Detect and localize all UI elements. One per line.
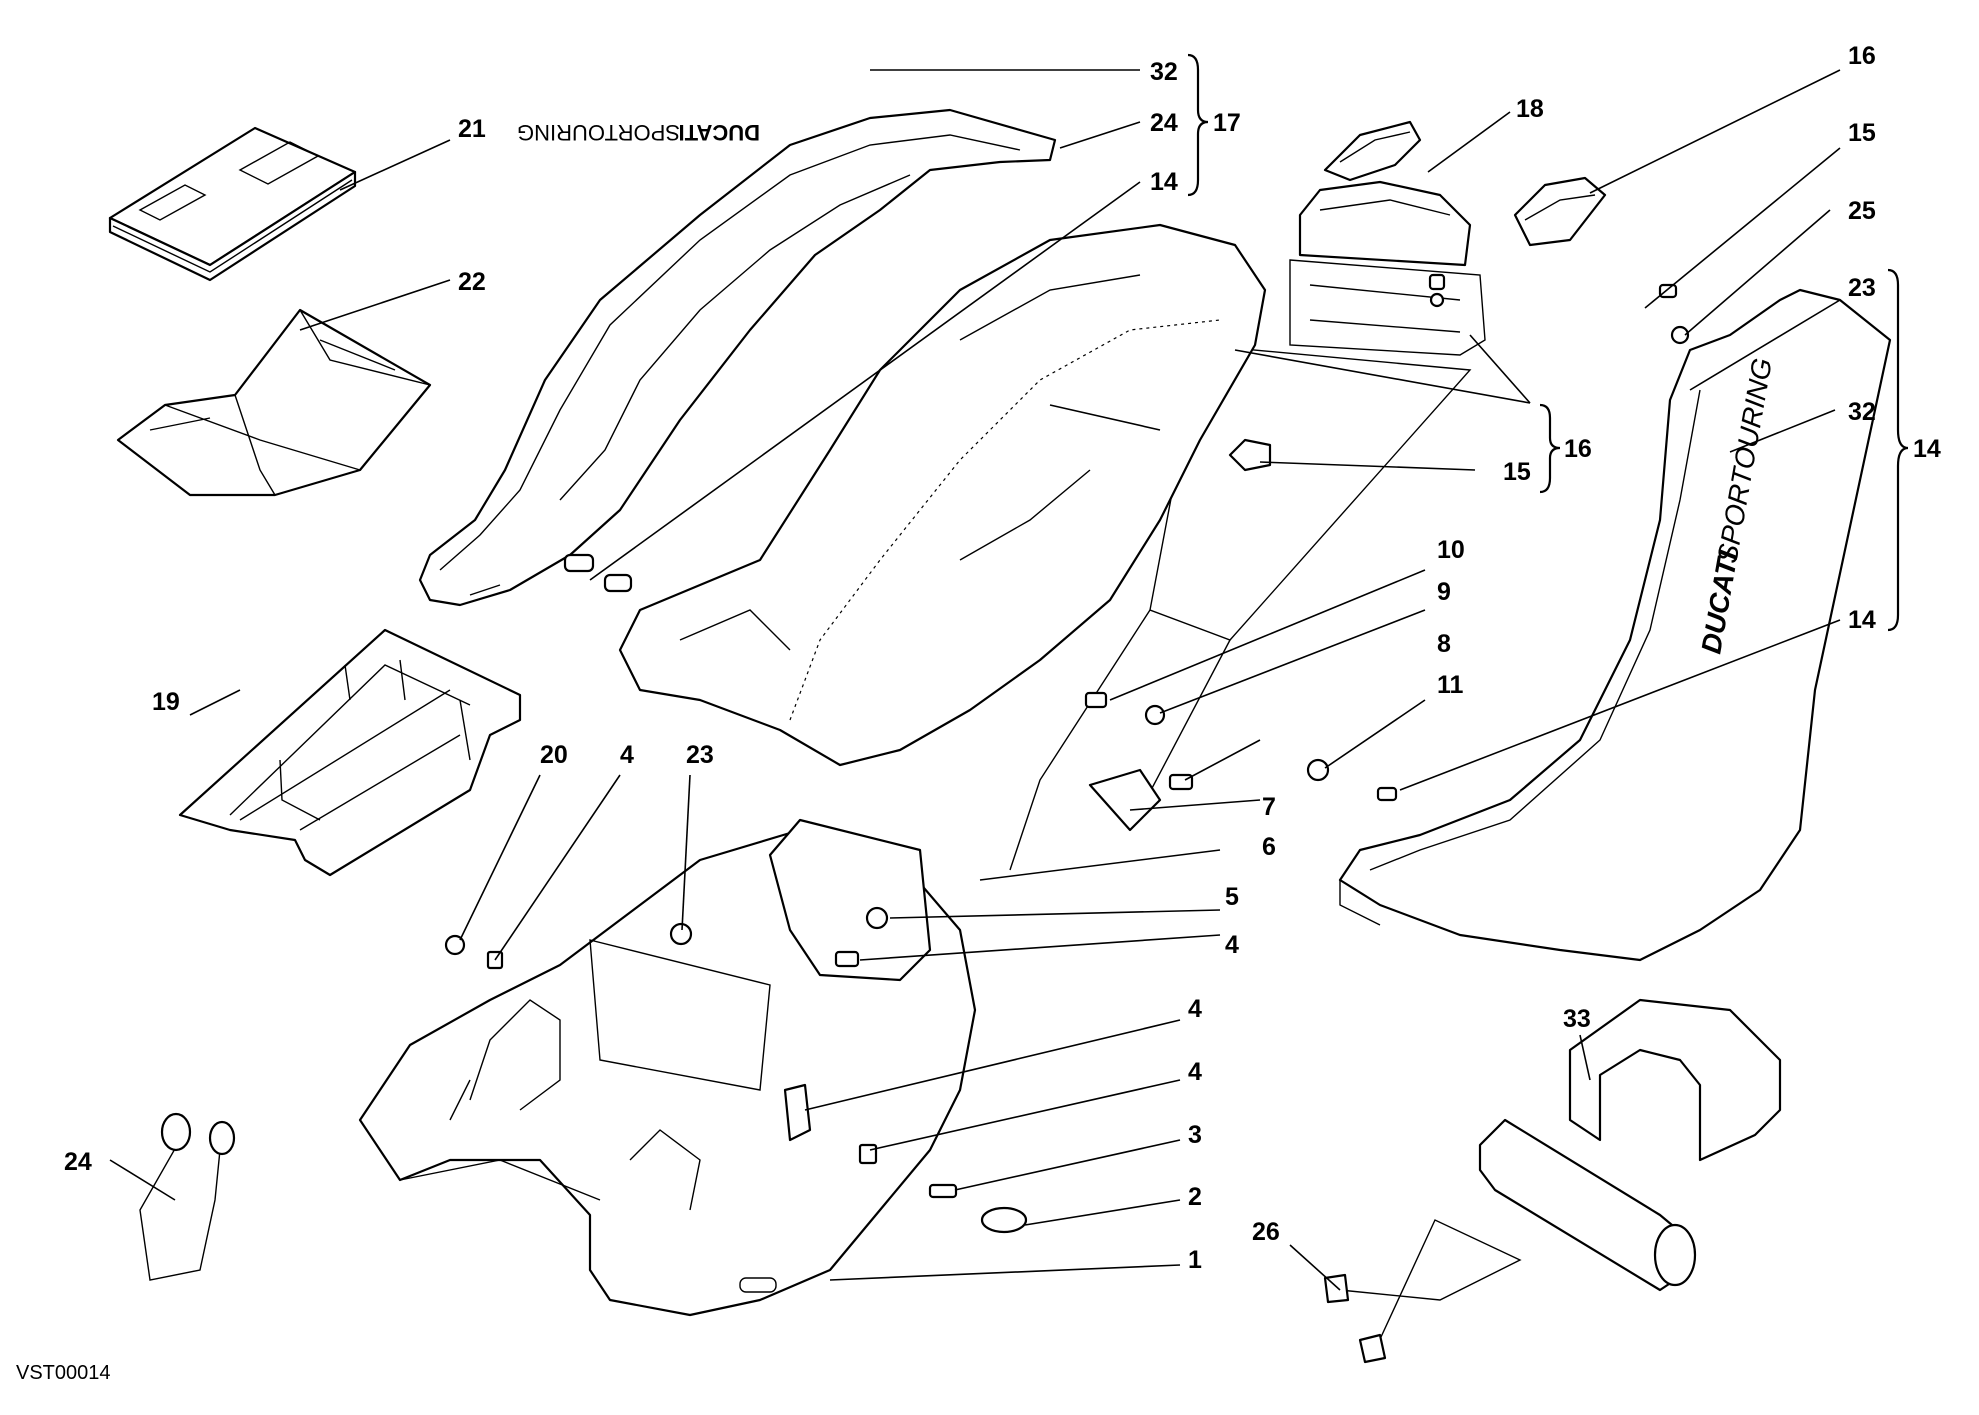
callout-label: 15: [1503, 458, 1531, 486]
callout-label: 32: [1150, 58, 1178, 86]
callout-label: 16: [1564, 435, 1592, 463]
battery-tray-part: [178, 628, 522, 877]
callout-label: 14: [1913, 435, 1941, 463]
callout-label: 22: [458, 268, 486, 296]
callout-label: 6: [1262, 833, 1276, 861]
callout-label: 7: [1262, 793, 1276, 821]
callout-label: 1: [1188, 1246, 1202, 1274]
lock-cable-part: [1323, 1219, 1522, 1364]
u-lock-part: [1478, 998, 1782, 1292]
group-braces: [1187, 53, 1909, 632]
callout-label: 11: [1437, 671, 1464, 699]
callout-label: 4: [620, 741, 634, 769]
callout-label: 26: [1252, 1218, 1280, 1246]
callout-label: 17: [1213, 109, 1241, 137]
callout-label: 3: [1188, 1121, 1202, 1149]
callout-label: 16: [1848, 42, 1876, 70]
owner-manual-part: [108, 126, 357, 282]
handle-cap-part: [1323, 120, 1607, 247]
callout-label: 24: [64, 1148, 92, 1176]
callout-label: 2: [1188, 1183, 1202, 1211]
callout-label: 18: [1516, 95, 1544, 123]
callout-label: 33: [1563, 1005, 1591, 1033]
callout-label: 23: [686, 741, 714, 769]
clip-part: [1228, 438, 1272, 472]
callout-label: 8: [1437, 630, 1451, 658]
callout-label: 20: [540, 741, 568, 769]
seat-cowl-part: [418, 108, 1057, 607]
callout-label: 14: [1150, 168, 1178, 196]
callout-label: 23: [1848, 274, 1876, 302]
callout-label: 25: [1848, 197, 1876, 225]
callout-label: 21: [458, 115, 486, 143]
callout-label: 14: [1848, 606, 1876, 634]
callout-label: 9: [1437, 578, 1451, 606]
callout-label: 4: [1225, 931, 1239, 959]
callout-label: 10: [1437, 536, 1465, 564]
tool-bag-part: [116, 308, 432, 497]
callout-label: 24: [1150, 109, 1178, 137]
decal-model-label: SPORTOURING: [517, 120, 680, 145]
main-seat-part: [618, 223, 1267, 767]
lower-bracket-part: [768, 818, 932, 982]
callout-label: 4: [1188, 1058, 1202, 1086]
rear-subframe-part: [1009, 180, 1486, 871]
callout-label: 4: [1188, 995, 1202, 1023]
leader-lines: [109, 69, 1841, 1291]
decal-brand-label: DUCATI: [679, 120, 760, 145]
decal-seat-cowl: DUCATI SPORTOURING: [517, 120, 760, 145]
callout-label: 32: [1848, 398, 1876, 426]
diagram-reference-code: VST00014: [16, 1362, 111, 1384]
callout-label: 15: [1848, 119, 1876, 147]
callout-label: 5: [1225, 883, 1239, 911]
hardware-group: [444, 273, 1690, 1234]
callout-labels: 32 24 14 17 18 16 15 25 23 32 14 14 16 1…: [64, 42, 1941, 1274]
side-panel-part: [1338, 288, 1892, 962]
callout-label: 19: [152, 688, 180, 716]
ground-strap-part: [139, 1112, 236, 1281]
